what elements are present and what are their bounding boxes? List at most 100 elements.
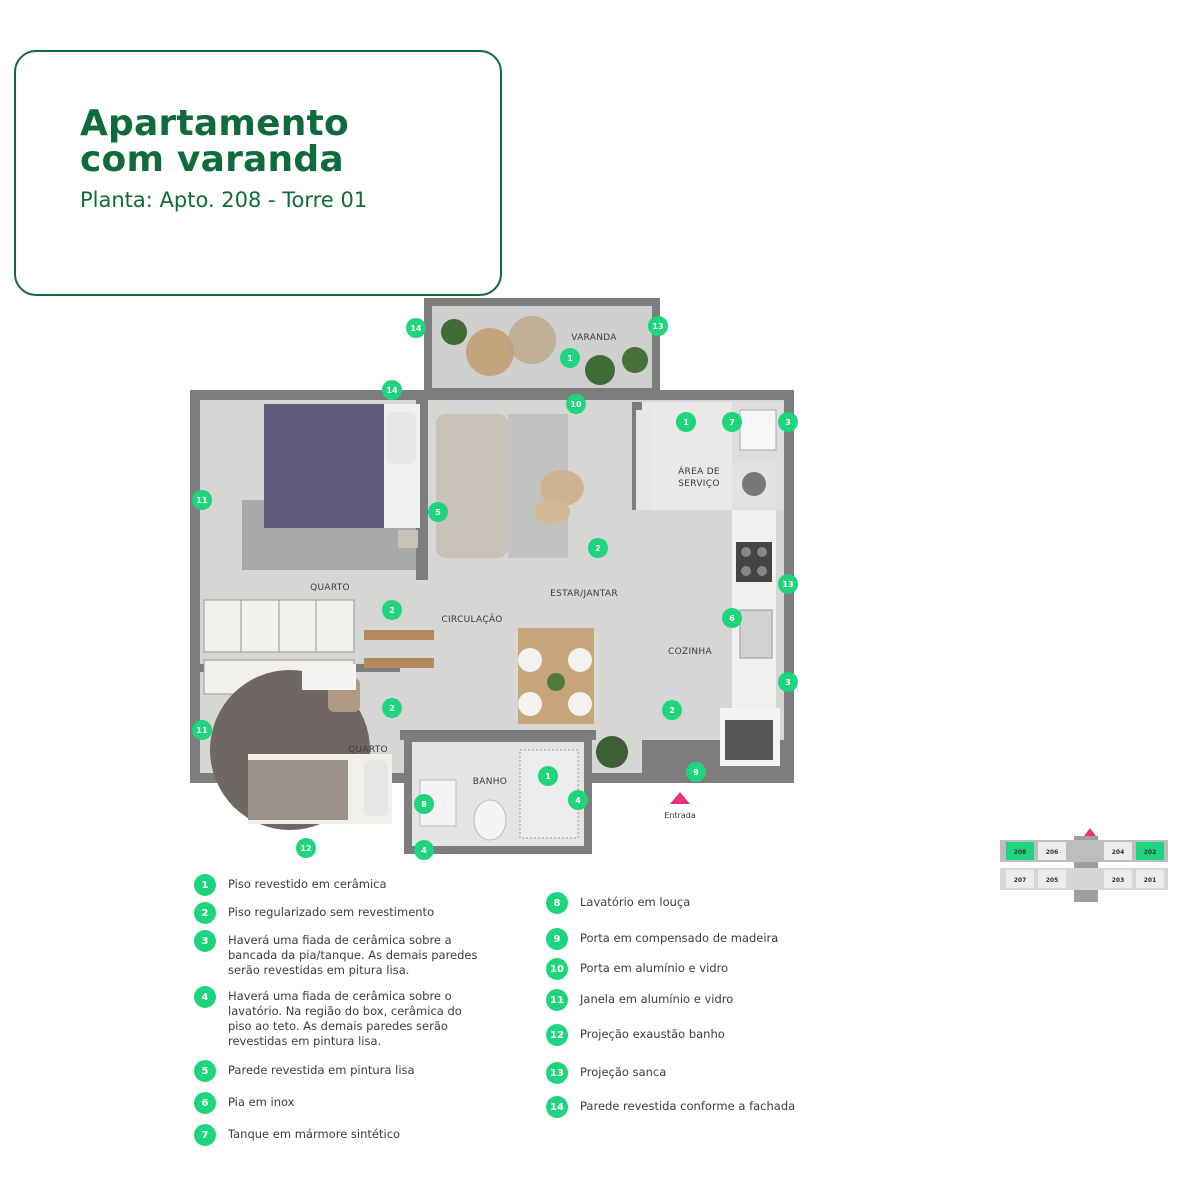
sofa (436, 414, 508, 558)
plan-marker-number: 8 (421, 800, 427, 809)
coffee-table (540, 470, 584, 506)
plan-marker (566, 394, 586, 414)
legend-badge: 9 (546, 928, 568, 950)
legend-right: 8 Lavatório em louça 9 Porta em compensa… (546, 892, 866, 1132)
plan-marker (662, 700, 682, 720)
plan-marker-number: 3 (785, 678, 791, 687)
plate-4 (568, 692, 592, 716)
plan-marker (382, 380, 402, 400)
wall-bath-top (400, 730, 596, 740)
legend-text: Lavatório em louça (580, 895, 691, 909)
legend-badge: 13 (546, 1062, 568, 1084)
label-quarto-2: QUARTO (348, 745, 388, 755)
legend-badge: 10 (546, 958, 568, 980)
plan-marker-number: 2 (389, 704, 395, 713)
page-title: Apartamento com varanda (80, 106, 480, 178)
keyplan-unit-number: 203 (1112, 877, 1125, 884)
plate-3 (518, 692, 542, 716)
legend-text: Projeção exaustão banho (580, 1027, 725, 1041)
keyplan-unit (1104, 870, 1132, 888)
plan-marker (588, 538, 608, 558)
plan-marker-number: 7 (729, 418, 735, 427)
keyplan-unit-number: 202 (1144, 849, 1157, 856)
plan-marker (560, 348, 580, 368)
keyplan-unit-number: 201 (1144, 877, 1157, 884)
plan-marker-number: 9 (693, 768, 699, 777)
side-table (534, 500, 570, 524)
shower-box (519, 749, 579, 839)
keyplan-unit (1038, 842, 1066, 860)
door-swing-1 (364, 630, 434, 640)
plan-marker-number: 5 (435, 508, 441, 517)
label-cozinha: COZINHA (668, 647, 712, 657)
plan-marker-number: 2 (595, 544, 601, 553)
title-line-1: Apartamento (80, 103, 349, 144)
stove (736, 542, 772, 582)
legend-text: Tanque em mármore sintético (228, 1127, 401, 1141)
legend-text: Parede revestida em pintura lisa (228, 1063, 415, 1077)
plan-marker (778, 574, 798, 594)
label-circulacao: CIRCULAÇÃO (441, 614, 502, 625)
keyplan-unit-number: 207 (1014, 877, 1027, 884)
plan-marker-number: 4 (421, 846, 427, 855)
legend-text: Janela em alumínio e vidro (580, 992, 734, 1006)
legend-left: 1 Piso revestido em cerâmica 2 Piso regu… (194, 874, 514, 1154)
keyplan-unit-number: 208 (1014, 849, 1027, 856)
plan-marker-number: 4 (575, 796, 581, 805)
keyplan-unit (1006, 870, 1034, 888)
plant-2 (585, 355, 615, 385)
keyplan-unit-number: 204 (1112, 849, 1125, 856)
plan-marker-number: 1 (567, 354, 573, 363)
plan-marker (406, 318, 426, 338)
plant-4 (596, 736, 628, 768)
entrance-label: Entrada (664, 811, 696, 820)
legend-text: Porta em compensado de madeira (580, 931, 779, 945)
keyplan-unit-number: 205 (1046, 877, 1059, 884)
plan-marker (296, 838, 316, 858)
plan-marker-number: 14 (410, 324, 422, 333)
legend-badge: 12 (546, 1024, 568, 1046)
plan-marker-number: 10 (570, 400, 582, 409)
legend-badge: 3 (194, 930, 216, 952)
legend-text: Haverá uma fiada de cerâmica sobre a ban… (228, 933, 478, 977)
legend-item-13: 13 Projeção sanca (546, 1062, 840, 1084)
plan-marker (722, 412, 742, 432)
plan-marker-number: 1 (545, 772, 551, 781)
legend-item-10: 10 Porta em alumínio e vidro (546, 958, 840, 980)
floor-plan: Entrada VARANDA ÁREA DE SERVIÇO QUARTO C… (190, 298, 798, 860)
plan-marker-number: 3 (785, 418, 791, 427)
label-area-servico-2: SERVIÇO (678, 479, 719, 489)
legend-badge: 2 (194, 902, 216, 924)
plan-marker (778, 412, 798, 432)
plan-marker (192, 720, 212, 740)
legend-item-11: 11 Janela em alumínio e vidro (546, 989, 840, 1011)
kitchen-sink (739, 609, 773, 659)
fridge-front (725, 720, 773, 760)
toilet (473, 799, 507, 841)
plan-marker (414, 840, 434, 860)
plan-marker-number: 2 (389, 606, 395, 615)
legend-item-6: 6 Pia em inox (194, 1092, 488, 1114)
plan-marker-number: 6 (729, 614, 735, 623)
legend-badge: 14 (546, 1096, 568, 1118)
plan-marker-number: 1 (683, 418, 689, 427)
plan-marker (686, 762, 706, 782)
plan-marker-number: 13 (782, 580, 793, 589)
plan-marker (722, 608, 742, 628)
legend-text: Haverá uma fiada de cerâmica sobre o lav… (228, 989, 462, 1048)
tv-panel (636, 410, 652, 510)
title-card: Apartamento com varanda Planta: Apto. 20… (14, 50, 502, 296)
door-swing-2 (364, 658, 434, 668)
keyplan-unit (1006, 842, 1034, 860)
legend-item-1: 1 Piso revestido em cerâmica (194, 874, 488, 896)
desk (302, 664, 356, 690)
plan-marker (778, 672, 798, 692)
legend-item-2: 2 Piso regularizado sem revestimento (194, 902, 488, 924)
legend-text: Piso revestido em cerâmica (228, 877, 387, 891)
label-varanda: VARANDA (571, 333, 617, 343)
plan-marker (648, 316, 668, 336)
plan-marker-number: 11 (196, 726, 208, 735)
legend-item-12: 12 Projeção exaustão banho (546, 1024, 840, 1046)
